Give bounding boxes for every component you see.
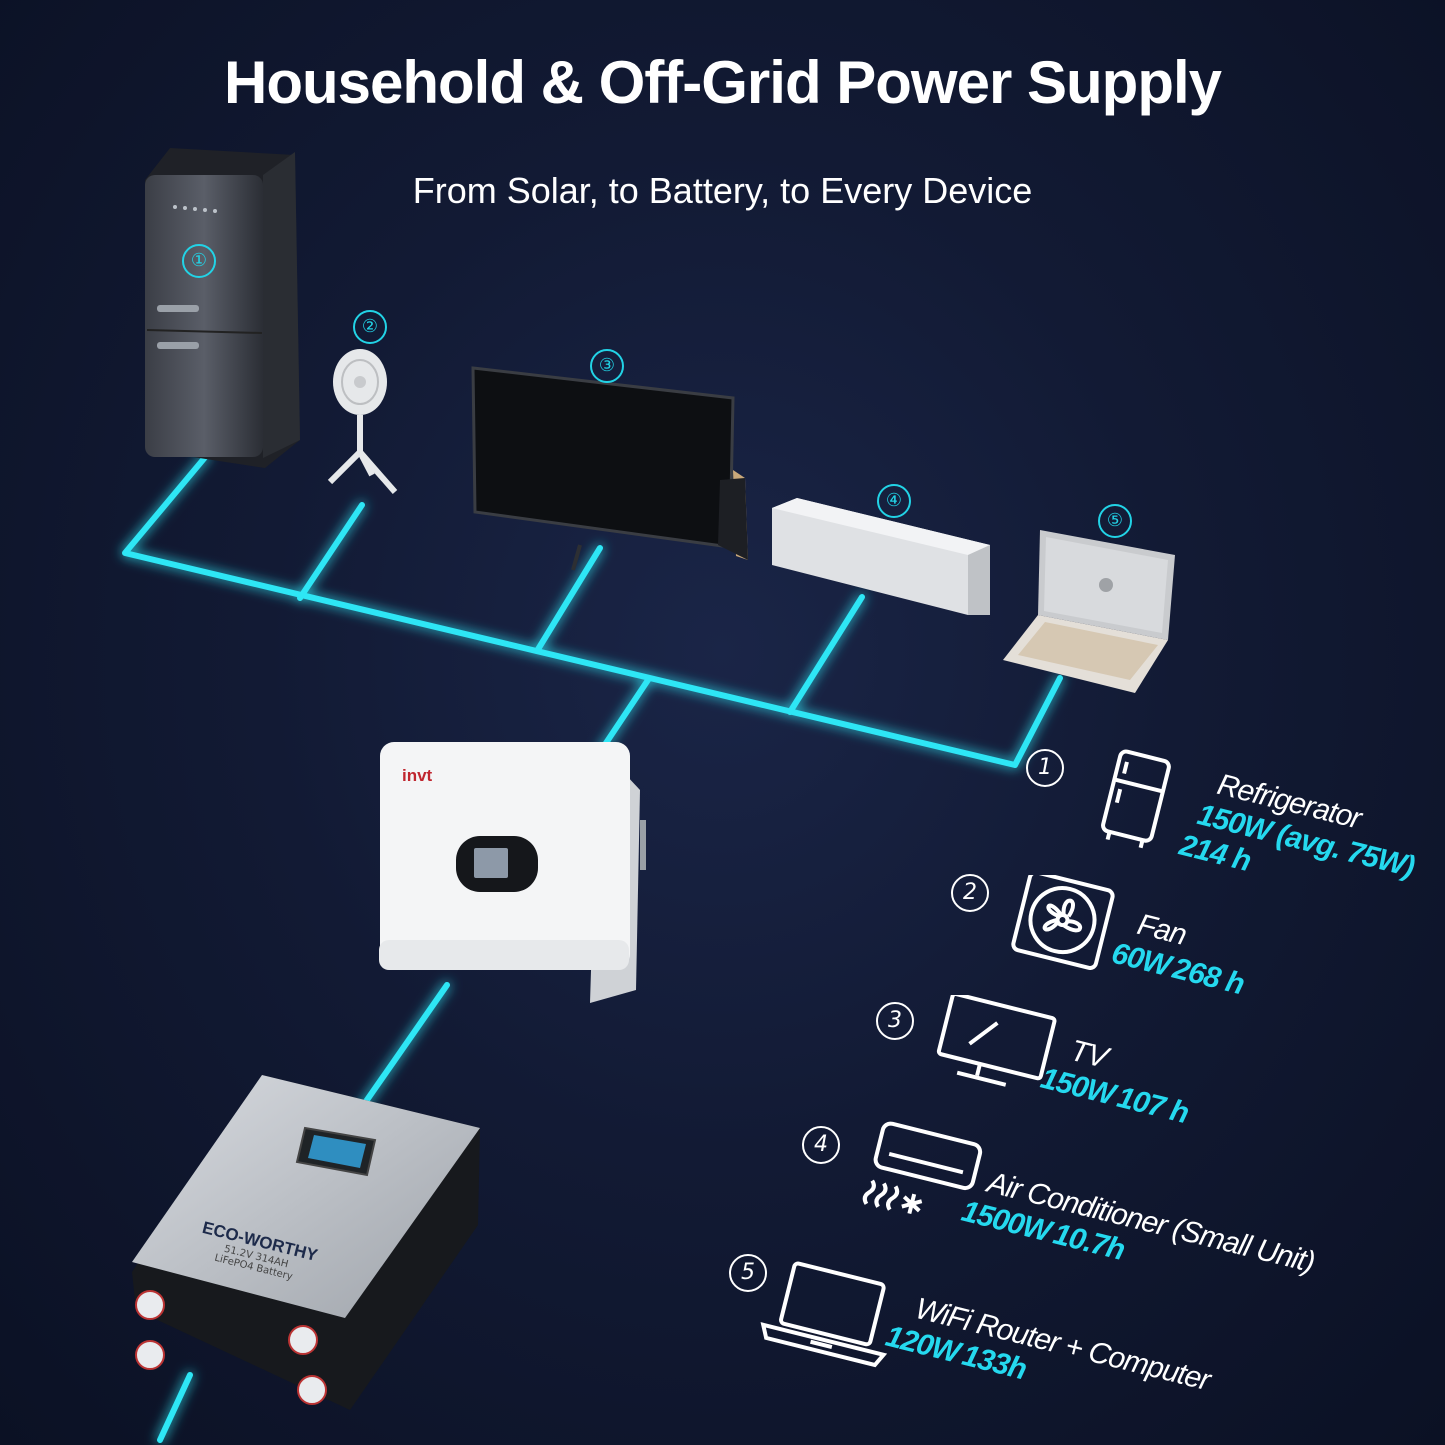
appliance-marker-1: ① (182, 244, 216, 278)
appliance-marker-5: ⑤ (1098, 504, 1132, 538)
tv-icon (936, 995, 1057, 1087)
device-3-number: 3 (876, 1002, 914, 1040)
inverter-brand: invt (402, 766, 433, 785)
fan-icon (1011, 875, 1115, 970)
subtitle-text: From Solar, to Battery, to Every Device (412, 170, 1033, 211)
tv-illustration (471, 366, 748, 571)
appliance-marker-3: ③ (590, 349, 624, 383)
air-conditioner-illustration (772, 498, 990, 615)
laptop-icon (760, 1261, 888, 1368)
page-title: Household & Off-Grid Power Supply (223, 49, 1222, 116)
device-4-number: 4 (802, 1126, 840, 1164)
device-2-number: 2 (951, 874, 989, 912)
fan-illustration (327, 349, 398, 494)
device-5-number: 5 (729, 1254, 767, 1292)
device-1-number: 1 (1026, 749, 1064, 787)
refrigerator-illustration (145, 148, 300, 468)
inverter-illustration (379, 742, 646, 1003)
appliance-marker-4: ④ (877, 484, 911, 518)
air-conditioner-icon (862, 1121, 983, 1215)
laptop-illustration (1003, 530, 1175, 693)
power-wires (122, 452, 1063, 1443)
page-subtitle: From Solar, to Battery, to Every Device (0, 170, 1445, 212)
appliance-marker-2: ② (353, 310, 387, 344)
battery-illustration (132, 1075, 480, 1410)
refrigerator-icon (1101, 749, 1171, 849)
